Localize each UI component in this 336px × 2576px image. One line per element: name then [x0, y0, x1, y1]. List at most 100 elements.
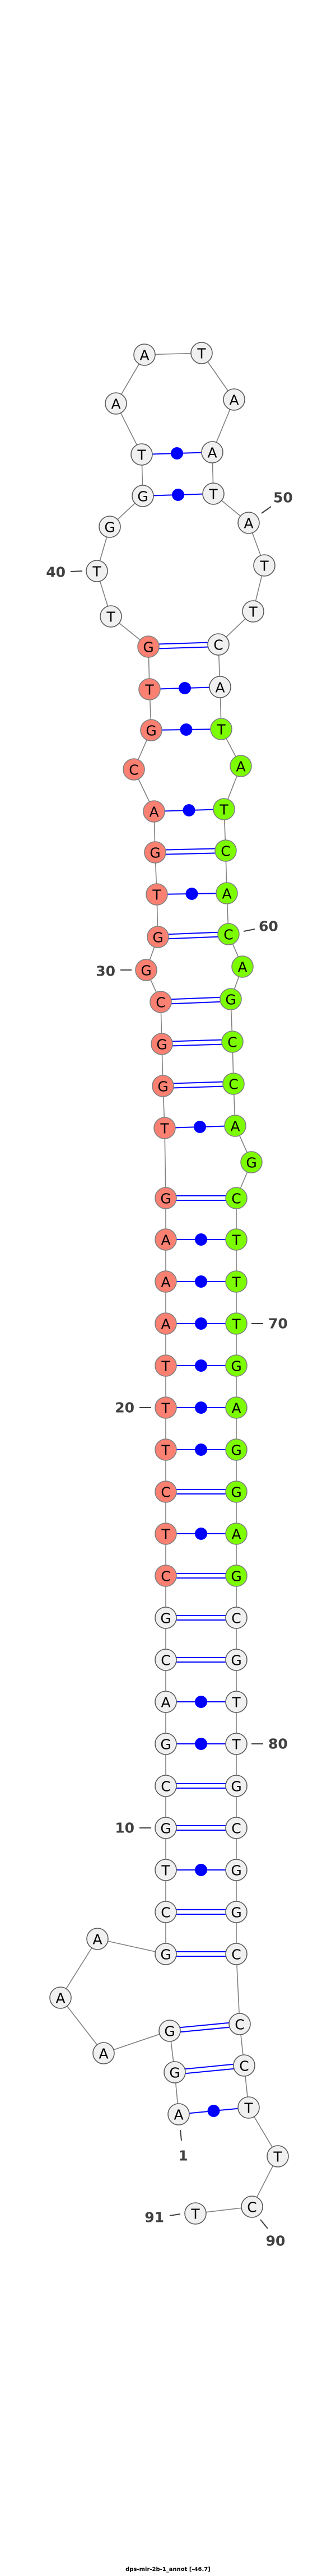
wobble-pair-dot	[172, 489, 184, 501]
nucleotide-letter: C	[129, 762, 138, 778]
nucleotide-circle	[155, 1817, 177, 1839]
nucleotide-47: A	[223, 388, 245, 411]
nucleotide-circle	[152, 1075, 174, 1097]
nucleotide-letter: G	[246, 1155, 256, 1171]
pair-bond-line	[169, 2021, 240, 2030]
nucleotide-87: C	[233, 2054, 255, 2077]
nucleotide-letter: T	[208, 486, 218, 503]
nucleotide-circle	[155, 1228, 177, 1251]
nucleotide-letter: T	[248, 604, 258, 620]
nucleotide-letter: T	[161, 1400, 170, 1417]
nucleotide-81: G	[225, 1775, 248, 1797]
nucleotide-8: C	[155, 1901, 177, 1923]
nucleotide-letter: C	[228, 1076, 238, 1093]
nucleotide-letter: A	[237, 959, 247, 976]
nucleotide-45: A	[133, 344, 156, 366]
nucleotide-51: T	[253, 554, 276, 577]
nucleotide-37: T	[138, 678, 161, 700]
position-tick	[70, 570, 83, 572]
nucleotide-circle	[221, 1031, 244, 1053]
base-pair	[166, 1738, 236, 1750]
nucleotide-16: C	[155, 1565, 177, 1587]
position-tick	[169, 2213, 181, 2216]
nucleotide-circle	[123, 758, 145, 781]
nucleotide-letter: G	[231, 1905, 241, 1921]
nucleotide-letter: G	[156, 1037, 167, 1053]
nucleotide-letter: C	[161, 1653, 170, 1669]
nucleotide-43: T	[130, 443, 153, 466]
position-label-10: 10	[115, 1820, 151, 1836]
nucleotide-letter: G	[231, 1442, 241, 1459]
base-pair	[166, 1657, 236, 1663]
nucleotide-circle	[135, 959, 157, 981]
nucleotide-letter: T	[216, 722, 226, 738]
nucleotide-circle	[225, 1480, 248, 1503]
nucleotide-circle	[222, 1073, 245, 1095]
nucleotide-circle	[155, 1354, 177, 1377]
nucleotide-letter: C	[239, 2058, 249, 2074]
nucleotide-25: G	[155, 1187, 177, 1209]
position-tick	[180, 2129, 182, 2141]
pair-bond-line	[161, 1000, 231, 1005]
position-label-60: 60	[243, 918, 278, 935]
nucleotide-56: A	[230, 755, 252, 777]
nucleotide-circle	[155, 1523, 177, 1545]
pair-bond-line	[174, 2063, 244, 2071]
base-pair	[166, 1444, 236, 1456]
nucleotide-letter: G	[231, 1779, 241, 1795]
nucleotide-circle	[92, 2042, 115, 2064]
position-number: 20	[115, 1400, 134, 1416]
nucleotide-79: T	[225, 1691, 248, 1713]
pair-bond-line	[160, 996, 231, 1001]
position-number: 60	[259, 918, 278, 935]
base-pair	[160, 996, 231, 1005]
nucleotide-circle	[225, 1438, 248, 1461]
nucleotide-57: T	[213, 798, 235, 820]
wobble-pair-dot	[195, 1528, 207, 1540]
wobble-pair-dot	[195, 1444, 207, 1456]
nucleotide-circle	[155, 1270, 177, 1293]
nucleotide-circle	[225, 1312, 248, 1335]
pair-bond-line	[161, 1039, 232, 1043]
nucleotide-54: A	[209, 676, 231, 698]
nucleotide-circle	[164, 2061, 186, 2083]
nucleotide-circle	[217, 923, 240, 945]
pair-bond-line	[157, 931, 228, 936]
nucleotide-letter: A	[229, 392, 239, 409]
nucleotide-letter: A	[244, 516, 253, 532]
nucleotide-23: A	[155, 1270, 177, 1293]
nucleotide-circle	[225, 1859, 248, 1881]
nucleotide-30: G	[135, 959, 157, 981]
nucleotide-letter: C	[235, 2017, 244, 2033]
base-pair	[174, 2063, 245, 2075]
nucleotide-20: T	[155, 1396, 177, 1419]
wobble-pair-dot	[195, 1275, 207, 1288]
nucleotide-circle	[225, 1270, 248, 1293]
nucleotide-circle	[216, 882, 238, 904]
nucleotide-77: C	[225, 1607, 248, 1629]
base-pair	[166, 1275, 236, 1288]
nucleotide-circle	[224, 1115, 246, 1137]
position-number: 70	[268, 1316, 288, 1332]
nucleotide-circle	[237, 512, 260, 534]
nucleotide-letter: G	[231, 1484, 241, 1501]
nucleotide-letter: A	[92, 1932, 102, 1948]
nucleotide-60: C	[217, 923, 240, 945]
nucleotide-36: G	[140, 719, 162, 741]
nucleotide-letter: G	[104, 519, 115, 536]
nucleotide-circle	[155, 1649, 177, 1671]
nucleotide-33: G	[144, 841, 166, 864]
position-label-20: 20	[115, 1400, 151, 1416]
nucleotide-19: T	[155, 1438, 177, 1461]
nucleotide-64: C	[222, 1073, 245, 1095]
base-pair	[157, 931, 229, 940]
position-tick	[261, 506, 272, 514]
nucleotide-89: T	[267, 2145, 289, 2167]
nucleotide-90: C	[241, 2196, 263, 2218]
nucleotide-circle	[140, 719, 162, 741]
nucleotide-circle	[155, 1312, 177, 1335]
nucleotide-circle	[143, 800, 165, 823]
nucleotide-letter: G	[137, 489, 148, 505]
nucleotide-circle	[225, 1733, 248, 1755]
nucleotide-circle	[100, 605, 122, 628]
